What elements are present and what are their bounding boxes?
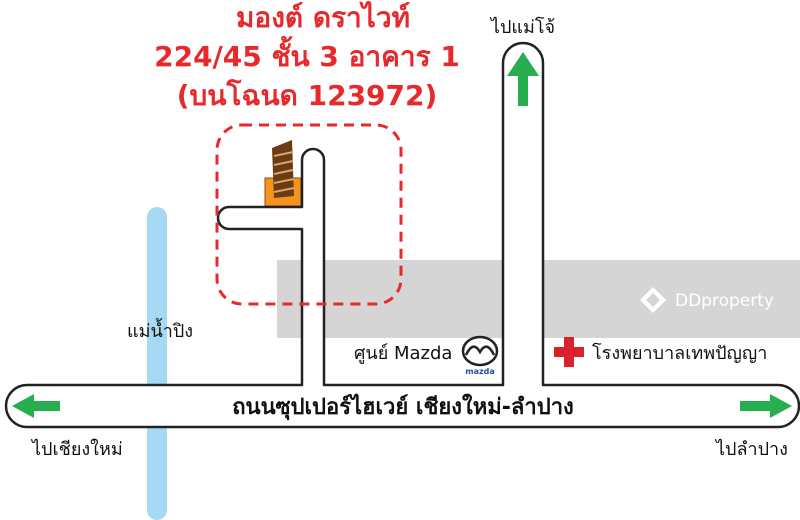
label-main-road: ถนนซุปเปอร์ไฮเวย์ เชียงใหม่-ลำปาง	[232, 393, 574, 421]
label-river-ping: แม่น้ำปิง	[127, 318, 193, 342]
label-mazda-center: ศูนย์ Mazda	[354, 343, 452, 364]
mazda-logo-text: mazda	[465, 367, 495, 376]
watermark-text: DDproperty	[675, 291, 774, 311]
property-highlight-box	[215, 123, 403, 306]
label-to-lampang: ไปลำปาง	[714, 438, 788, 460]
ddproperty-logo-icon	[640, 287, 666, 313]
label-hospital: โรงพยาบาลเทพปัญญา	[592, 342, 767, 364]
arrow-up-icon	[507, 52, 539, 106]
label-to-mae-jo: ไปแม่โจ้	[489, 16, 555, 38]
mazda-logo-icon: mazda	[461, 335, 499, 376]
watermark-logo: DDproperty	[640, 287, 774, 313]
label-to-chiang-mai: ไปเชียงใหม่	[30, 438, 123, 460]
red-cross-icon	[554, 337, 584, 367]
river-ping	[147, 207, 167, 520]
building-icon	[264, 140, 302, 207]
title-address: 224/45 ชั้น 3 อาคาร 1	[154, 35, 460, 73]
title-project-name: มองต์ ดราไวท์	[236, 1, 410, 34]
arrow-right-icon	[740, 394, 792, 418]
arrow-left-icon	[12, 394, 60, 418]
title-deed: (บนโฉนด 123972)	[177, 78, 438, 112]
road-network	[4, 41, 800, 429]
